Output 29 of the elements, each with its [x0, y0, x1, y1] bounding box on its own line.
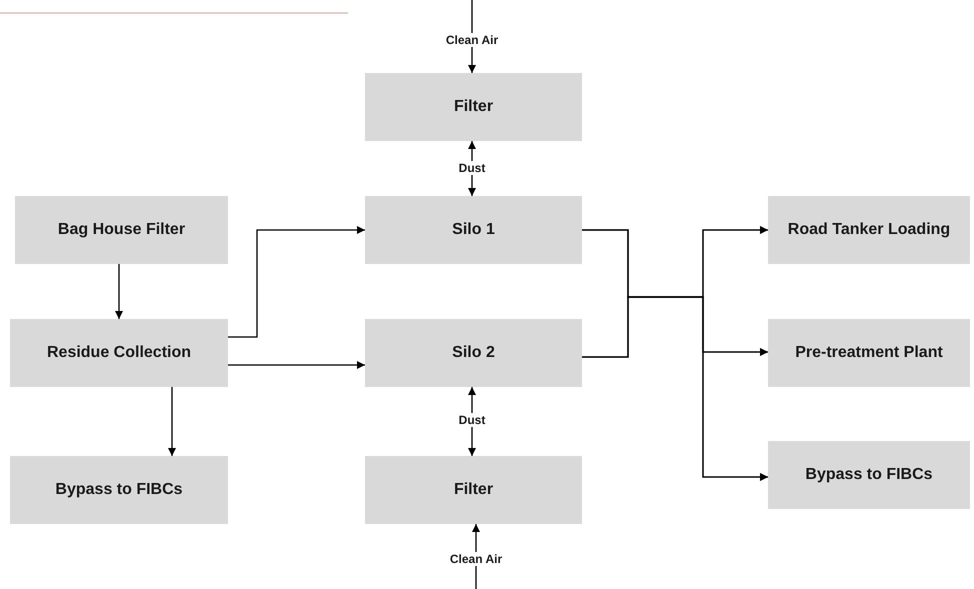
box-label: Silo 2 — [452, 343, 495, 363]
arrow — [228, 226, 365, 338]
process-box — [365, 196, 582, 264]
box-label: Silo 1 — [452, 220, 495, 240]
arrow — [582, 296, 768, 481]
box-label: Filter — [454, 480, 494, 500]
arrow — [228, 361, 365, 369]
process-box — [768, 441, 970, 509]
arrow — [115, 264, 123, 319]
edge-label: Clean Air — [448, 552, 504, 566]
process-box — [768, 196, 970, 264]
process-box — [10, 456, 228, 524]
process-box — [15, 196, 228, 264]
box-label: Pre-treatment Plant — [795, 343, 943, 363]
edge-label: Clean Air — [444, 33, 500, 47]
process-box — [365, 73, 582, 141]
box-label: Filter — [454, 97, 494, 117]
process-box — [10, 319, 228, 387]
box-label: Road Tanker Loading — [788, 220, 950, 240]
edge-label: Dust — [456, 161, 488, 175]
process-box — [365, 319, 582, 387]
arrow — [168, 387, 176, 456]
process-box — [768, 319, 970, 387]
edge-label: Dust — [456, 413, 488, 427]
box-label: Bypass to FIBCs — [805, 465, 933, 485]
process-box — [365, 456, 582, 524]
box-label: Residue Collection — [46, 343, 192, 363]
box-label: Bag House Filter — [58, 220, 186, 240]
box-label: Bypass to FIBCs — [55, 480, 183, 500]
